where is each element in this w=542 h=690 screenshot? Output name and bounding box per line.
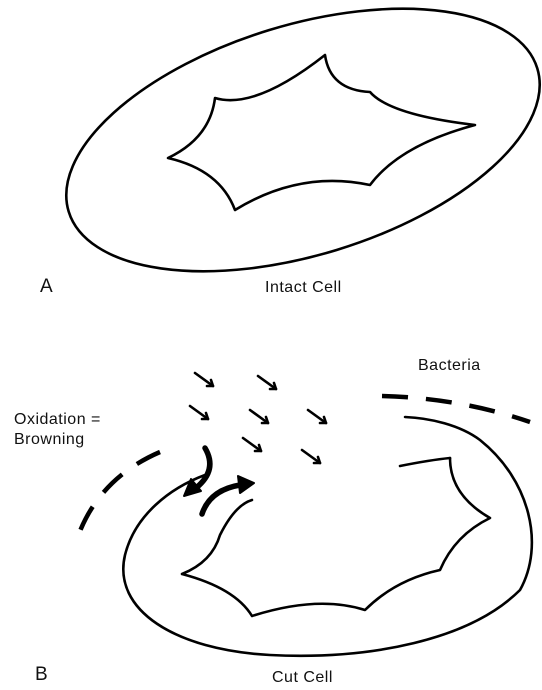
oxygen-arrow: [250, 410, 268, 423]
oxygen-arrow: [243, 438, 261, 451]
cut-cell-vacuole: [182, 458, 490, 616]
oxygen-arrow: [195, 373, 213, 386]
cut-cell-caption: Cut Cell: [272, 669, 333, 686]
oxygen-arrows: [190, 373, 326, 463]
oxidation-label: Oxidation =: [14, 411, 101, 428]
intact-cell-caption: Intact Cell: [265, 279, 342, 296]
oxygen-arrow: [258, 376, 276, 389]
cut-cell: [123, 417, 532, 656]
bacteria-label: Bacteria: [418, 357, 481, 374]
oxygen-arrow: [302, 450, 320, 463]
bacteria-dashed-boundary-left: [75, 452, 160, 545]
intact-cell-wall: [35, 0, 542, 322]
panel-a-letter: A: [40, 276, 53, 297]
cut-cell-inner-edge: [400, 458, 450, 466]
oxidation-arrow-up: [202, 476, 254, 514]
intact-cell: [35, 0, 542, 322]
panel-b-letter: B: [35, 664, 48, 685]
browning-label: Browning: [14, 431, 85, 448]
oxygen-arrow: [308, 410, 326, 423]
intact-cell-vacuole: [168, 55, 475, 210]
bacteria-dashed-boundary-right: [382, 396, 530, 422]
oxidation-arrow-down: [184, 448, 210, 496]
oxygen-arrow: [190, 406, 208, 419]
cut-cell-wall: [123, 417, 532, 656]
